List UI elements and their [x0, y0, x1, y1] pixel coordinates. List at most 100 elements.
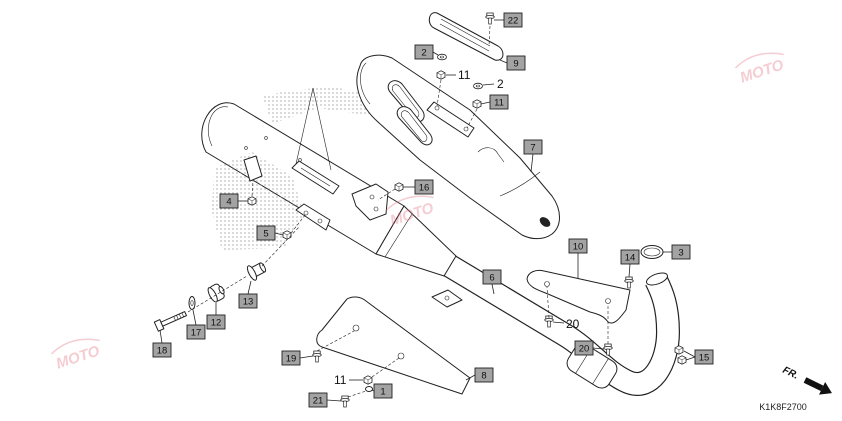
upper-protector-plate [428, 12, 504, 61]
callout-number: 11 [494, 98, 504, 109]
upper-muffler-band [499, 171, 541, 197]
callout-10: 10 [568, 238, 588, 254]
callout-2: 2 [414, 44, 434, 60]
nut [472, 99, 482, 109]
callout-box [238, 293, 258, 309]
callout-number: 21 [313, 396, 324, 407]
callout-11: 11 [489, 94, 509, 110]
callout-number: 6 [489, 273, 494, 284]
callout-number: 14 [625, 253, 636, 264]
flange-bolt [153, 311, 187, 332]
nut [674, 345, 684, 355]
muffler-guard-cutout [396, 106, 433, 146]
lower-heat-shield [316, 296, 471, 395]
tailpipe-outlet [539, 217, 551, 227]
plain-label: 11 [458, 68, 471, 82]
bolt [485, 12, 495, 25]
callout-15: 15 [694, 349, 714, 365]
callout-7: 7 [523, 139, 543, 155]
callout-number: 15 [699, 353, 710, 364]
callout-box [219, 193, 239, 209]
nut [677, 355, 687, 365]
callout-number: 1 [380, 387, 385, 398]
nut [436, 70, 446, 80]
collar [365, 386, 373, 392]
front-label: FR. [781, 365, 800, 382]
bolt [312, 350, 322, 363]
callout-number: 8 [481, 371, 486, 382]
callout-number: 3 [678, 248, 683, 259]
callout-box [671, 244, 691, 260]
callout-box [373, 383, 393, 399]
frame-shading [262, 86, 380, 124]
plain-label: 2 [497, 77, 504, 91]
callout-number: 2 [421, 48, 426, 59]
muffler-cone [375, 205, 457, 277]
callout-box [186, 324, 206, 340]
callout-box [152, 342, 172, 358]
muffler-band-line [384, 213, 413, 258]
frame-shading [212, 152, 304, 250]
callout-9: 9 [506, 55, 526, 71]
callout-number: 19 [286, 354, 297, 365]
drawing-code: K1K8F2700 [759, 402, 807, 412]
callout-number: 16 [419, 183, 430, 194]
pipe-bracket [431, 289, 463, 308]
callout-number: 4 [226, 197, 231, 208]
frame-line [312, 87, 332, 171]
callout-number: 10 [573, 242, 584, 253]
callout-box [694, 349, 714, 365]
callout-22: 22 [503, 12, 523, 28]
callout-13: 13 [238, 293, 258, 309]
callout-number: 9 [513, 59, 518, 70]
callout-16: 16 [414, 179, 434, 195]
callout-box [568, 238, 588, 254]
callout-4: 4 [219, 193, 239, 209]
bolt [340, 395, 350, 408]
mounting-bracket [295, 203, 331, 231]
callout-number: 20 [579, 344, 590, 355]
callout-5: 5 [256, 225, 276, 241]
callout-21: 21 [308, 392, 328, 408]
callout-number: 12 [211, 318, 222, 329]
callout-box [474, 367, 494, 383]
callout-20: 20 [574, 340, 594, 356]
lower-muffler-end-cap-line [208, 106, 229, 147]
collar [246, 262, 267, 281]
callout-17: 17 [186, 324, 206, 340]
mounting-tab [243, 155, 263, 182]
mounting-bracket [351, 183, 389, 221]
callout-box [308, 392, 328, 408]
washer [437, 53, 447, 61]
callout-box [206, 314, 226, 330]
callout-19: 19 [281, 350, 301, 366]
callout-14: 14 [620, 249, 640, 265]
washer [473, 82, 483, 90]
callout-box [523, 139, 543, 155]
callout-box [489, 94, 509, 110]
callout-number: 7 [530, 143, 535, 154]
nut [394, 182, 404, 192]
plain-label: 11 [334, 373, 347, 387]
callout-number: 5 [263, 229, 268, 240]
callout-number: 22 [508, 16, 519, 27]
callout-box [620, 249, 640, 265]
callout-box [482, 269, 502, 285]
callout-8: 8 [474, 367, 494, 383]
plain-label: 20 [566, 317, 580, 331]
bolt [624, 276, 634, 289]
nut [363, 375, 373, 385]
washer [188, 296, 196, 310]
callout-number: 17 [191, 328, 202, 339]
header-flange [646, 272, 668, 286]
callout-number: 18 [157, 346, 168, 357]
callout-18: 18 [152, 342, 172, 358]
nut [282, 230, 292, 240]
frame-line [295, 87, 314, 165]
callout-box [414, 44, 434, 60]
callout-box [503, 12, 523, 28]
watermark-logo: MOTO [50, 338, 102, 373]
callout-6: 6 [482, 269, 502, 285]
callout-3: 3 [671, 244, 691, 260]
